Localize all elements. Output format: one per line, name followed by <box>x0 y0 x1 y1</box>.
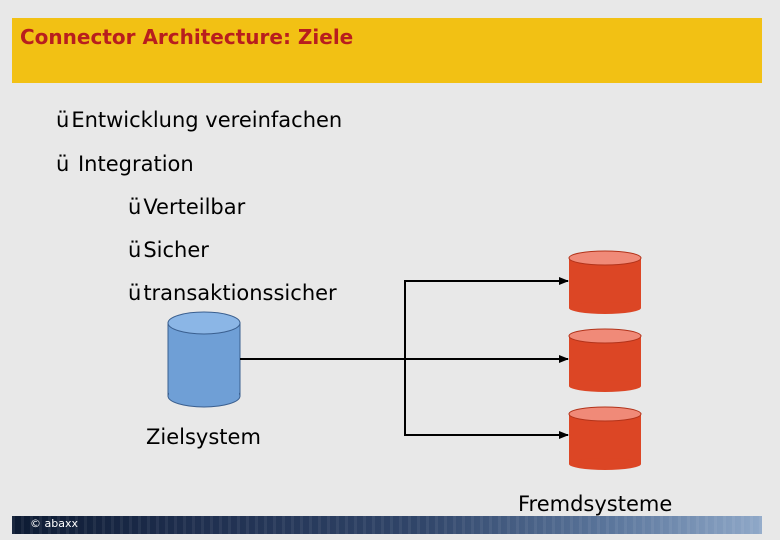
bullet-text: transaktionssicher <box>143 281 337 305</box>
zielsystem-database-icon <box>167 311 241 408</box>
checkmark-icon: ü <box>128 195 142 219</box>
fremdsystem-database-icon <box>568 250 642 314</box>
bullet-text: Verteilbar <box>143 195 246 219</box>
checkmark-icon: ü <box>56 108 70 132</box>
checkmark-icon: ü <box>56 152 70 176</box>
bullet-verteilbar: üVerteilbar <box>128 195 245 219</box>
bullet-integration: ü Integration <box>56 152 194 176</box>
title-bar: Connector Architecture: Ziele <box>12 18 762 83</box>
copyright-text: © abaxx <box>30 517 78 530</box>
slide-title: Connector Architecture: Ziele <box>20 25 354 49</box>
bullet-sicher: üSicher <box>128 238 209 262</box>
bullet-text: Entwicklung vereinfachen <box>71 108 343 132</box>
fremdsysteme-label: Fremdsysteme <box>518 492 673 516</box>
footer-bar: © abaxx <box>12 516 762 534</box>
fremdsystem-database-icon <box>568 328 642 392</box>
bullet-text: Sicher <box>143 238 209 262</box>
fremdsystem-database-icon <box>568 406 642 470</box>
bullet-entwicklung: üEntwicklung vereinfachen <box>56 108 342 132</box>
zielsystem-label: Zielsystem <box>146 425 261 449</box>
bullet-transaktionssicher: ütransaktionssicher <box>128 281 337 305</box>
connector-lines <box>240 277 569 439</box>
bullet-text: Integration <box>71 152 194 176</box>
checkmark-icon: ü <box>128 238 142 262</box>
footer-decoration <box>12 516 762 534</box>
checkmark-icon: ü <box>128 281 142 305</box>
